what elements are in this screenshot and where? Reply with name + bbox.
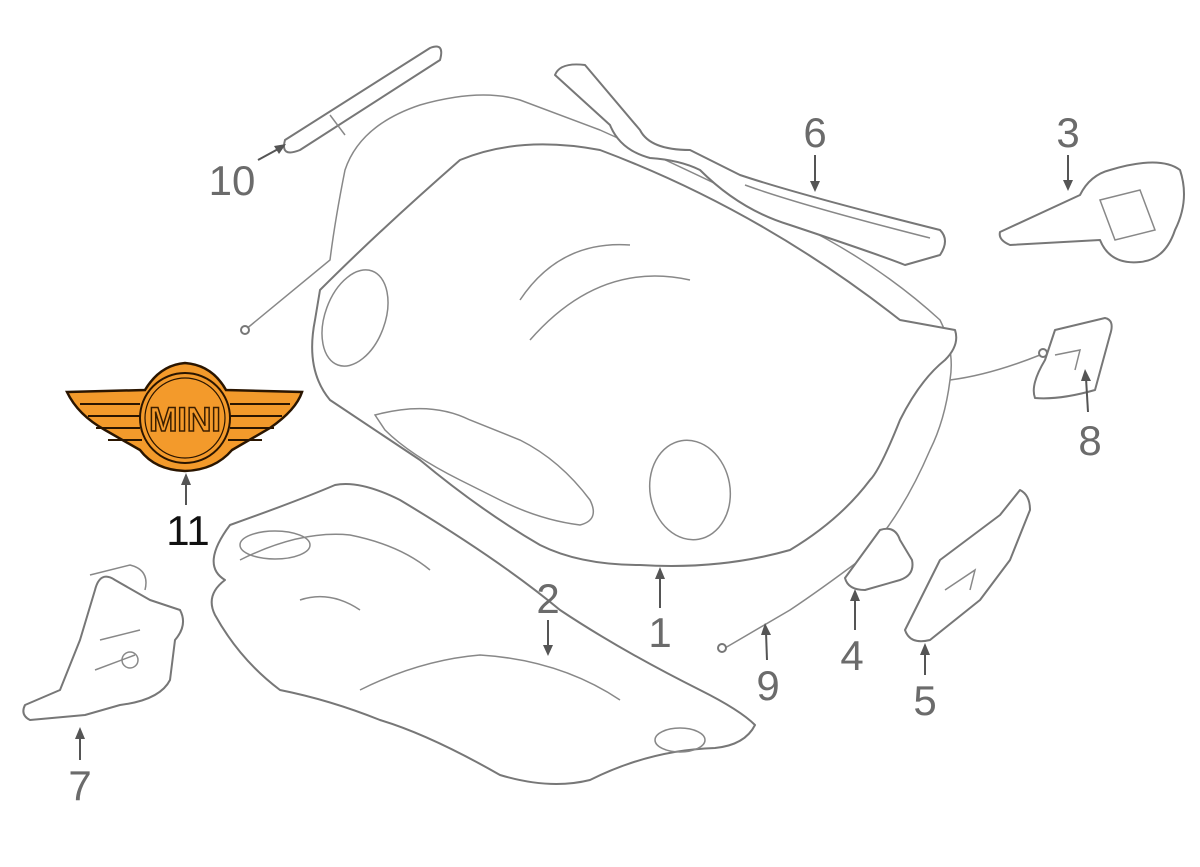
callout-10: 10 bbox=[208, 157, 256, 204]
leader-arrows bbox=[75, 144, 1091, 760]
callout-11: 11 bbox=[166, 507, 210, 554]
callout-8: 8 bbox=[1078, 417, 1102, 464]
callout-7: 7 bbox=[68, 762, 92, 809]
part-6-seal[interactable] bbox=[554, 63, 946, 266]
part-3-hinge[interactable] bbox=[998, 161, 1185, 264]
part-4-bumper[interactable] bbox=[844, 527, 914, 591]
callout-6: 6 bbox=[803, 109, 827, 156]
part-10-gas-strut[interactable] bbox=[283, 45, 443, 154]
part-11-mini-emblem[interactable]: MINI bbox=[65, 361, 304, 473]
part-7-hood-lock[interactable] bbox=[22, 564, 185, 721]
callout-3: 3 bbox=[1056, 109, 1080, 156]
callout-1: 1 bbox=[648, 609, 672, 656]
callout-4: 4 bbox=[840, 632, 864, 679]
callout-9: 9 bbox=[756, 662, 780, 709]
part-2-insulation[interactable] bbox=[210, 483, 756, 785]
part-1-hood[interactable] bbox=[310, 143, 958, 567]
callout-2: 2 bbox=[536, 575, 560, 622]
part-8-latch[interactable] bbox=[1032, 317, 1113, 400]
part-5-bracket[interactable] bbox=[904, 489, 1031, 643]
callout-5: 5 bbox=[913, 677, 937, 724]
emblem-logo-text: MINI bbox=[149, 401, 221, 439]
